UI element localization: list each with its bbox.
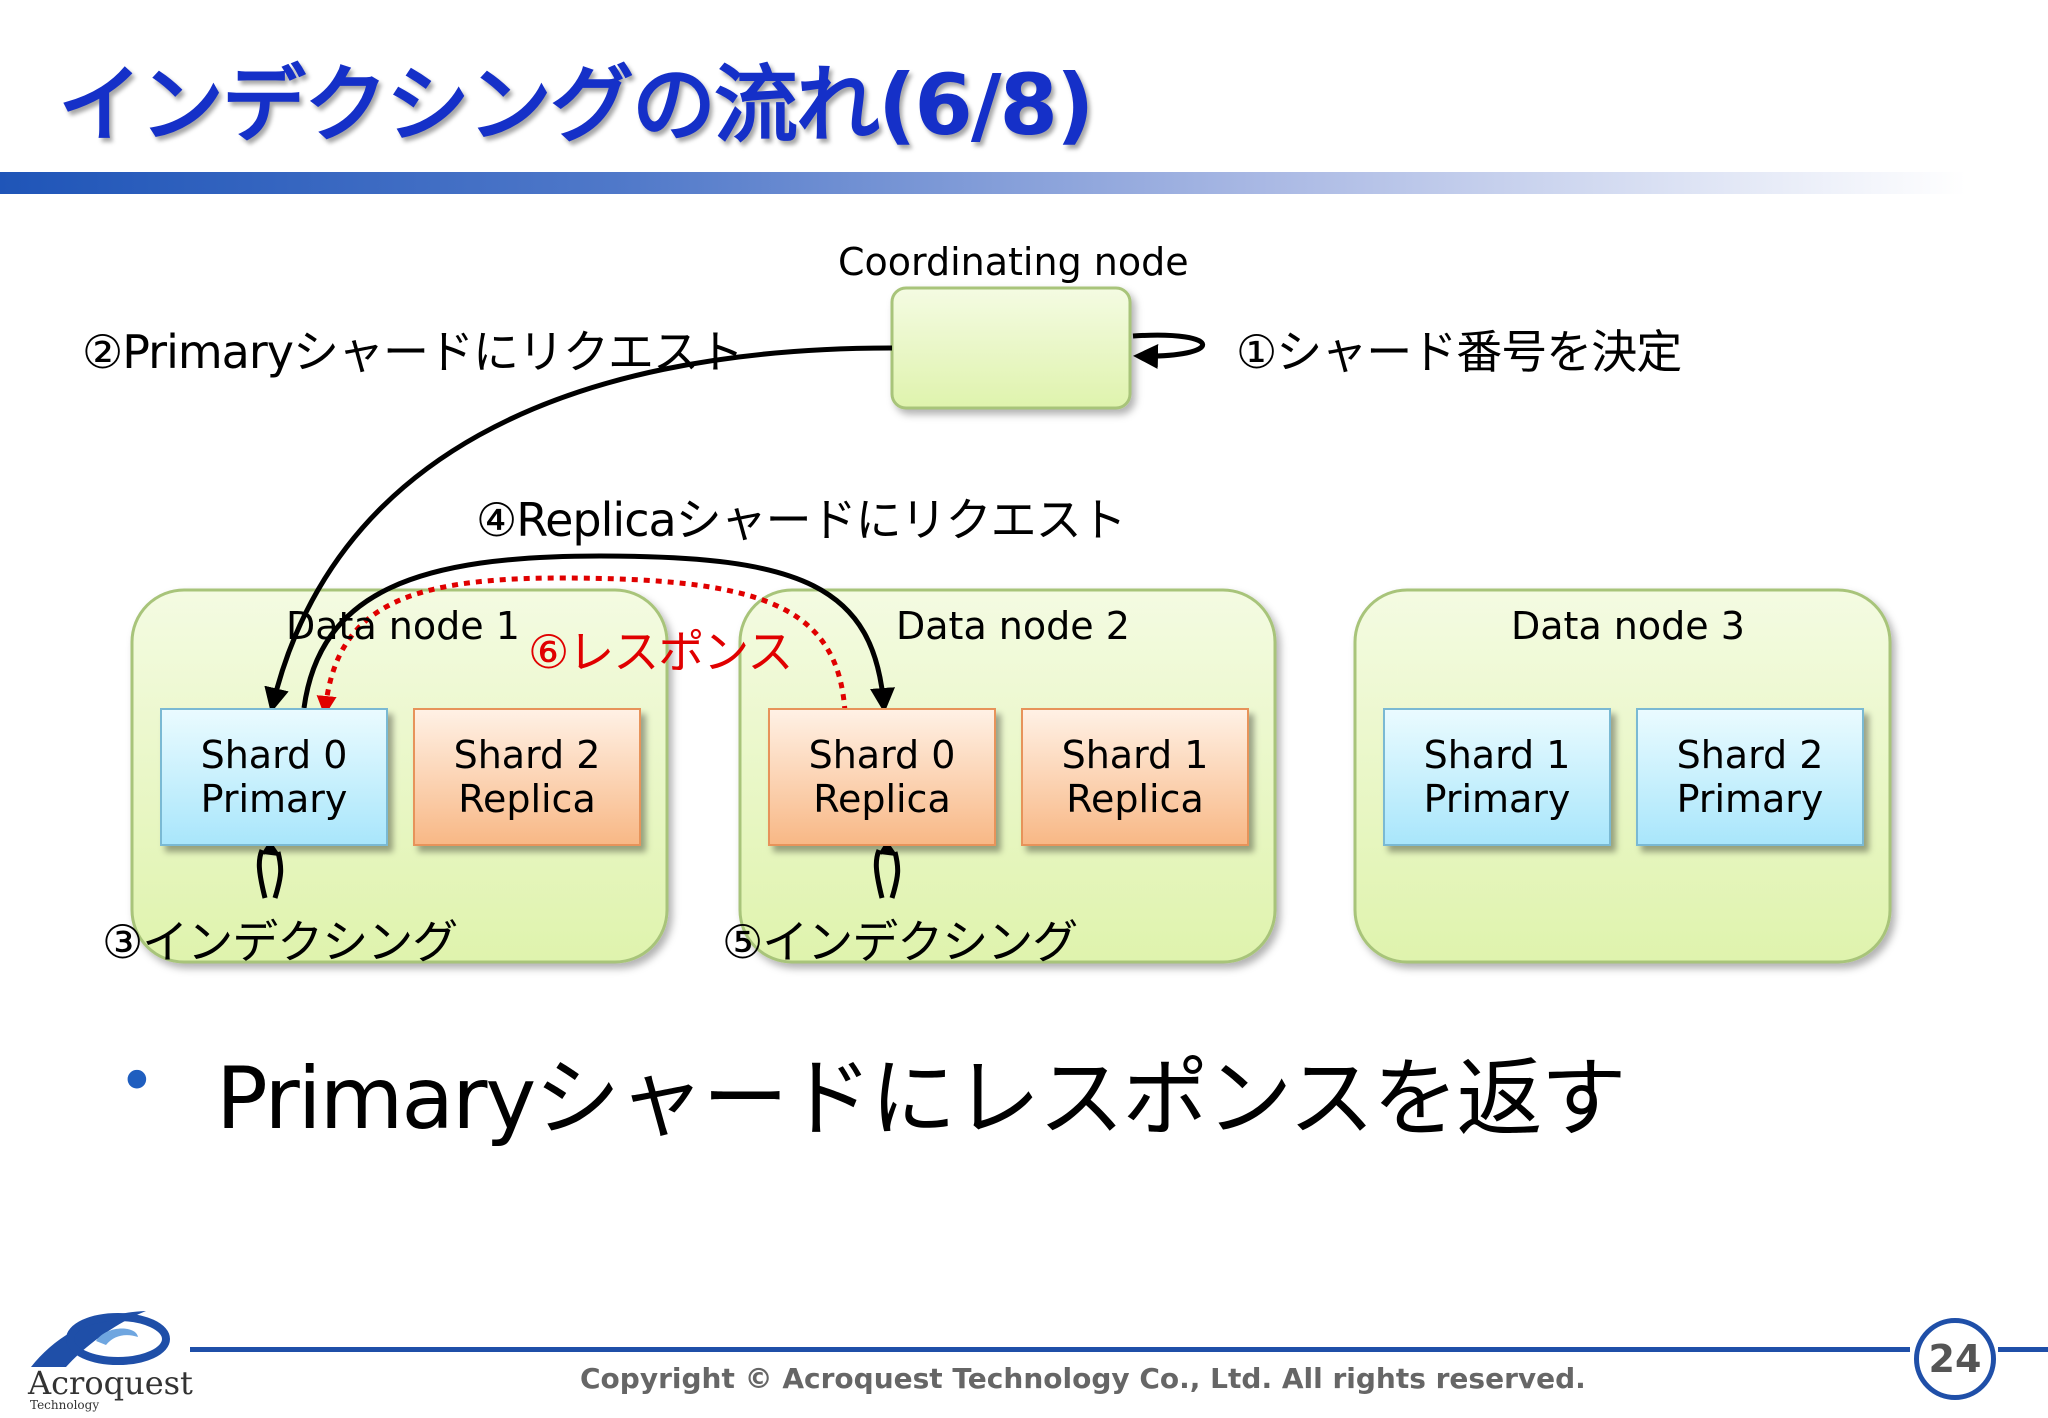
- step-3-label: ③インデクシング: [102, 915, 458, 969]
- step-1-label: ①シャード番号を決定: [1236, 325, 1682, 379]
- shard-line2: Replica: [1066, 777, 1204, 821]
- bullet-text: Primaryシャードにレスポンスを返す: [216, 1049, 1627, 1149]
- step-6-label: ⑥レスポンス: [528, 625, 793, 679]
- data-node-3-box: [1353, 588, 1892, 964]
- shard-line2: Primary: [1423, 777, 1571, 821]
- slide-title: インデクシングの流れ(6/8): [58, 56, 1094, 154]
- shard-line1: Shard 2: [1676, 733, 1824, 777]
- request-replica-arrow: [301, 553, 895, 713]
- step-2-label: ②Primaryシャードにリクエスト: [82, 325, 744, 379]
- step-5-label: ⑤インデクシング: [722, 915, 1078, 969]
- copyright-text: Copyright © Acroquest Technology Co., Lt…: [580, 1362, 1586, 1395]
- coordinating-node-label: Coordinating node: [838, 240, 1189, 284]
- shard-2-replica-node1: Shard 2 Replica: [413, 708, 641, 846]
- footer-line-right: [1998, 1347, 2048, 1352]
- coordinating-node-box: [890, 286, 1132, 410]
- shard-1-primary-node3: Shard 1 Primary: [1383, 708, 1611, 846]
- shard-line1: Shard 1: [1423, 733, 1571, 777]
- step-4-label: ④Replicaシャードにリクエスト: [476, 493, 1127, 547]
- shard-0-replica-node2: Shard 0 Replica: [768, 708, 996, 846]
- shard-0-primary-node1: Shard 0 Primary: [160, 708, 388, 846]
- shard-line2: Primary: [200, 777, 348, 821]
- logo-text: Acroquest: [28, 1364, 193, 1402]
- shard-line1: Shard 0: [200, 733, 348, 777]
- page-number: 24: [1928, 1337, 1982, 1381]
- shard-line2: Replica: [813, 777, 951, 821]
- bullet-dot: •: [118, 1045, 156, 1119]
- logo-subtext: Technology: [30, 1398, 100, 1412]
- shard-line2: Primary: [1676, 777, 1824, 821]
- shard-line2: Replica: [458, 777, 596, 821]
- request-primary-arrow: [264, 345, 893, 713]
- shard-line1: Shard 2: [453, 733, 601, 777]
- data-node-2-box: [738, 588, 1277, 964]
- title-underline-bar: [0, 172, 2048, 194]
- shard-line1: Shard 1: [1061, 733, 1209, 777]
- data-node-3-title: Data node 3: [1511, 604, 1745, 648]
- data-node-2-title: Data node 2: [896, 604, 1130, 648]
- response-arrow: [316, 575, 848, 716]
- self-loop-arrow: [1132, 332, 1205, 369]
- shard-2-primary-node3: Shard 2 Primary: [1636, 708, 1864, 846]
- acroquest-logo-icon: [31, 1311, 170, 1367]
- footer-line: [190, 1347, 1910, 1352]
- data-node-1-title: Data node 1: [286, 604, 520, 648]
- shard-line1: Shard 0: [808, 733, 956, 777]
- page-number-badge: 24: [1914, 1318, 1996, 1400]
- data-node-1-box: [130, 588, 669, 964]
- shard-1-replica-node2: Shard 1 Replica: [1021, 708, 1249, 846]
